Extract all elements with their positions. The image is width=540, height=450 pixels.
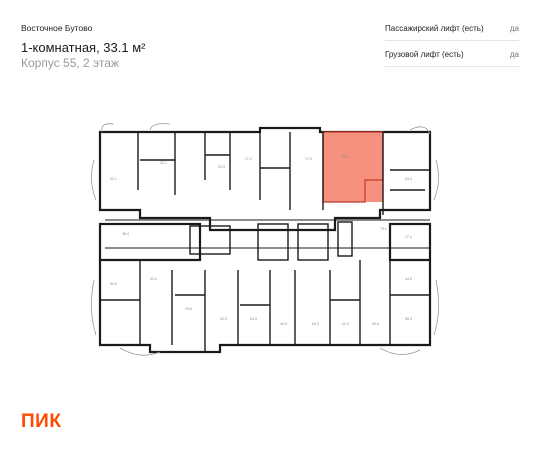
building-floor: Корпус 55, 2 этаж: [21, 56, 119, 70]
balconies: [91, 123, 439, 356]
room-area: 94.9: [110, 282, 117, 286]
room-area: 20.3: [218, 165, 225, 169]
room-area: 32.1: [160, 161, 167, 165]
outer-walls: [98, 126, 432, 354]
divider: [385, 40, 519, 41]
room-area: 22.4: [342, 322, 349, 326]
project-name: Восточное Бутово: [21, 23, 93, 33]
room-area: 79.1: [380, 227, 387, 231]
room-area: 17.9: [305, 157, 312, 161]
room-area: 63.3: [250, 317, 257, 321]
room-area: 63.3: [312, 322, 319, 326]
room-area: 32.1: [110, 177, 117, 181]
room-area: 63.3: [405, 177, 412, 181]
room-area: 48.4: [122, 232, 129, 236]
room-area: 43.4: [150, 277, 157, 281]
room-area: 19.6: [185, 307, 192, 311]
room-labels: 32.1 32.1 20.3 17.2 33.1 17.9 63.3 79.1 …: [110, 155, 412, 326]
selected-apartment[interactable]: [323, 132, 383, 202]
room-area: 44.9: [405, 277, 412, 281]
feature-passenger-elevator: Пассажирский лифт (есть) да: [385, 24, 519, 33]
feature-label: Грузовой лифт (есть): [385, 50, 464, 59]
room-area: 33.1: [342, 155, 349, 159]
feature-freight-elevator: Грузовой лифт (есть) да: [385, 50, 519, 59]
room-area: 55.3: [405, 317, 412, 321]
feature-label: Пассажирский лифт (есть): [385, 24, 484, 33]
room-area: 42.9: [220, 317, 227, 321]
room-area: 17.4: [405, 235, 412, 239]
floor-plan: 32.1 32.1 20.3 17.2 33.1 17.9 63.3 79.1 …: [91, 123, 439, 356]
pik-logo: ПИК: [21, 411, 62, 432]
feature-value: да: [509, 50, 519, 59]
room-area: 44.9: [280, 322, 287, 326]
divider: [385, 66, 519, 67]
apartment-title: 1-комнатная, 33.1 м²: [21, 40, 146, 55]
room-area: 17.2: [245, 157, 252, 161]
highlighted-apartment: [322, 131, 384, 203]
interior-walls: [100, 132, 430, 352]
feature-value: да: [509, 24, 519, 33]
room-area: 40.6: [372, 322, 379, 326]
